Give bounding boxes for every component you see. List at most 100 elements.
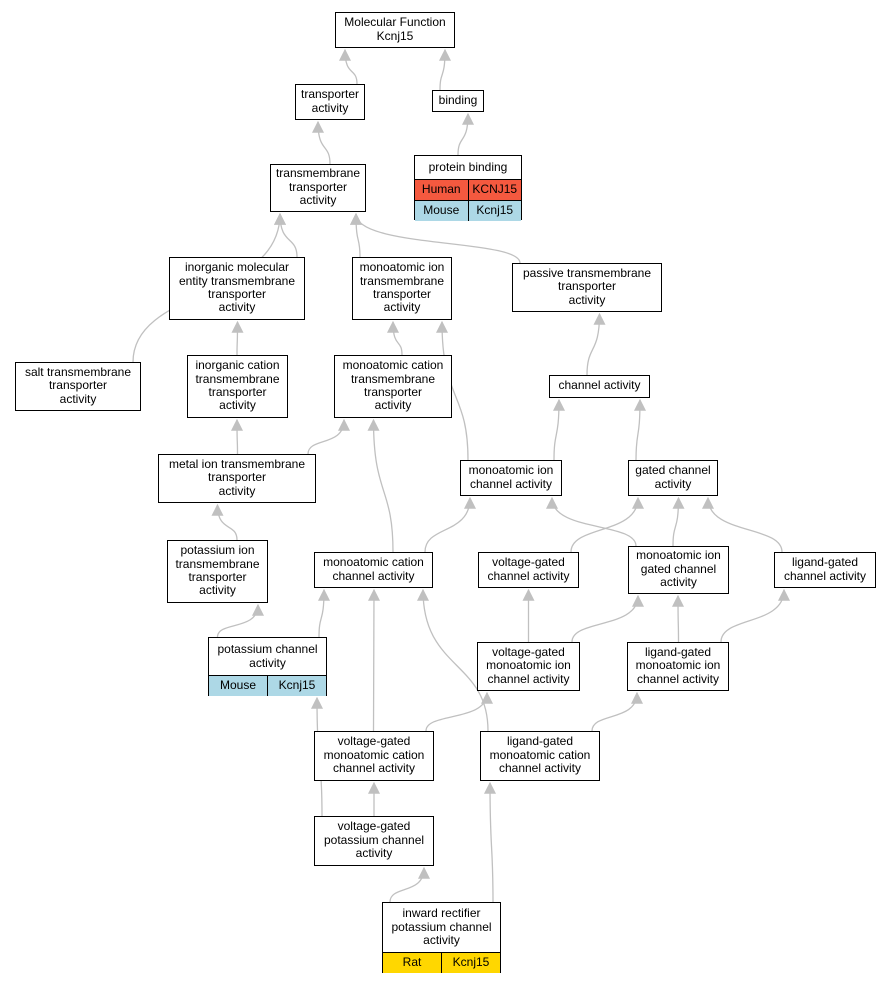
edge-irpca-to-vgpca — [389, 866, 430, 903]
go-term-node-mcca: monoatomic cation channel activity — [314, 552, 433, 588]
go-term-node-vgpca: voltage-gated potassium channel activity — [314, 816, 434, 866]
edge-binding-to-mf — [438, 48, 451, 91]
go-term-node-imetta: inorganic molecular entity transmembrane… — [169, 257, 305, 320]
edge-vgmcca-to-vgmica — [425, 691, 493, 732]
edge-mita-to-mcta — [307, 418, 350, 455]
go-term-label: potassium channel activity — [217, 642, 318, 670]
go-term-label: monoatomic ion gated channel activity — [636, 548, 721, 590]
go-term-label: passive transmembrane transporter activi… — [522, 265, 652, 307]
species-cell: Human — [421, 182, 461, 197]
go-term-label: gated channel activity — [635, 463, 711, 491]
species-cell: Mouse — [219, 678, 257, 693]
go-term-node-vgca: voltage-gated channel activity — [478, 552, 579, 588]
edge-ta-to-mf — [339, 48, 358, 85]
go-term-node-pitta: potassium ion transmembrane transporter … — [167, 540, 268, 603]
edge-migca-to-mica — [546, 496, 637, 547]
go-term-label: transporter activity — [300, 87, 360, 115]
go-term-node-ca: channel activity — [549, 375, 650, 398]
species-cell: Rat — [402, 955, 422, 970]
edge-mita-to-icta — [231, 418, 244, 455]
edge-lgmica-to-lgca — [720, 588, 790, 643]
go-term-node-tta: transmembrane transporter activity — [270, 164, 366, 212]
species-cell: Mouse — [423, 203, 460, 218]
edge-gca-to-ca — [633, 398, 646, 461]
go-term-node-stta: salt transmembrane transporter activity — [15, 362, 141, 411]
go-term-node-mita: metal ion transmembrane transporter acti… — [158, 454, 316, 503]
gene-cell: Kcnj15 — [267, 676, 326, 696]
go-term-node-migca: monoatomic ion gated channel activity — [628, 546, 729, 594]
species-gene-row: Mouse Kcnj15 — [209, 675, 326, 696]
go-term-label: monoatomic ion channel activity — [468, 463, 554, 491]
edge-ptta-to-tta — [350, 212, 521, 264]
go-term-label: inorganic cation transmembrane transport… — [195, 358, 280, 413]
go-term-label: Molecular Function Kcnj15 — [344, 15, 446, 43]
edge-lgmica-to-migca — [672, 594, 685, 643]
edge-pb-to-binding — [457, 112, 474, 156]
go-term-node-mitta: monoatomic ion transmembrane transporter… — [352, 257, 452, 320]
species-gene-row: Human KCNJ15 — [415, 179, 521, 200]
go-term-node-mf: Molecular Function Kcnj15 — [335, 12, 455, 48]
edge-vgmcca-to-mcca — [367, 588, 380, 732]
go-term-label: metal ion transmembrane transporter acti… — [168, 456, 306, 498]
go-term-label: ligand-gated channel activity — [783, 555, 867, 583]
edge-mcca-to-mica — [424, 496, 476, 553]
go-term-label: channel activity — [558, 378, 641, 393]
go-term-label: transmembrane transporter activity — [275, 166, 361, 208]
edge-mica-to-ca — [552, 398, 565, 461]
go-term-node-mica: monoatomic ion channel activity — [460, 460, 562, 496]
go-term-node-gca: gated channel activity — [628, 460, 718, 496]
go-term-label: protein binding — [428, 159, 508, 174]
go-term-label: voltage-gated channel activity — [487, 555, 570, 583]
go-term-node-binding: binding — [432, 90, 484, 112]
go-term-label: inward rectifier potassium channel activ… — [391, 906, 492, 948]
go-term-node-ta: transporter activity — [295, 84, 365, 120]
edge-mica-to-mitta — [436, 320, 469, 461]
go-term-label: monoatomic cation channel activity — [323, 555, 424, 583]
edge-lgmcca-to-mcca — [417, 588, 489, 732]
gene-cell: Kcnj15 — [467, 201, 522, 221]
go-term-node-lgca: ligand-gated channel activity — [774, 552, 876, 588]
go-term-label: monoatomic ion transmembrane transporter… — [359, 260, 445, 315]
go-term-node-vgmcca: voltage-gated monoatomic cation channel … — [314, 731, 434, 781]
edge-vgmica-to-migca — [571, 594, 644, 643]
go-term-node-lgmcca: ligand-gated monoatomic cation channel a… — [480, 731, 600, 781]
species-gene-row: Rat Kcnj15 — [383, 952, 500, 973]
edge-pca-to-mcca — [317, 588, 330, 638]
go-term-label: ligand-gated monoatomic cation channel a… — [489, 734, 591, 776]
go-term-label: inorganic molecular entity transmembrane… — [178, 260, 296, 315]
edge-migca-to-gca — [672, 496, 685, 547]
edge-mcca-to-mcta — [367, 418, 394, 553]
go-term-node-lgmica: ligand-gated monoatomic ion channel acti… — [627, 642, 729, 691]
go-term-label: voltage-gated potassium channel activity — [323, 819, 425, 861]
edge-icta-to-imetta — [231, 320, 244, 356]
edge-imetta-to-tta — [274, 212, 298, 258]
edge-mcta-to-mitta — [387, 320, 403, 356]
edge-tta-to-ta — [312, 120, 331, 165]
go-term-label: potassium ion transmembrane transporter … — [175, 543, 260, 598]
go-term-node-vgmica: voltage-gated monoatomic ion channel act… — [477, 642, 580, 691]
edge-pca-to-pitta — [216, 603, 264, 638]
go-term-label: salt transmembrane transporter activity — [24, 364, 132, 406]
edge-ca-to-ptta — [586, 312, 606, 376]
go-term-label: monoatomic cation transmembrane transpor… — [342, 358, 444, 413]
edge-lgca-to-gca — [702, 496, 783, 553]
gene-cell: KCNJ15 — [467, 180, 522, 200]
edge-lgmcca-to-lgmica — [591, 691, 643, 732]
edge-vgca-to-gca — [570, 496, 644, 553]
go-term-node-irpca: inward rectifier potassium channel activ… — [382, 902, 501, 973]
go-term-node-mcta: monoatomic cation transmembrane transpor… — [334, 355, 452, 418]
go-term-label: voltage-gated monoatomic ion channel act… — [486, 644, 571, 686]
species-gene-row: Mouse Kcnj15 — [415, 200, 521, 221]
go-term-label: ligand-gated monoatomic ion channel acti… — [635, 644, 721, 686]
gene-cell: Kcnj15 — [441, 953, 500, 973]
edge-pitta-to-mita — [211, 503, 238, 541]
go-term-label: binding — [438, 92, 478, 107]
go-term-node-icta: inorganic cation transmembrane transport… — [187, 355, 288, 418]
edge-irpca-to-lgmcca — [484, 781, 497, 903]
go-term-node-ptta: passive transmembrane transporter activi… — [512, 263, 662, 312]
go-term-label: voltage-gated monoatomic cation channel … — [323, 734, 425, 776]
